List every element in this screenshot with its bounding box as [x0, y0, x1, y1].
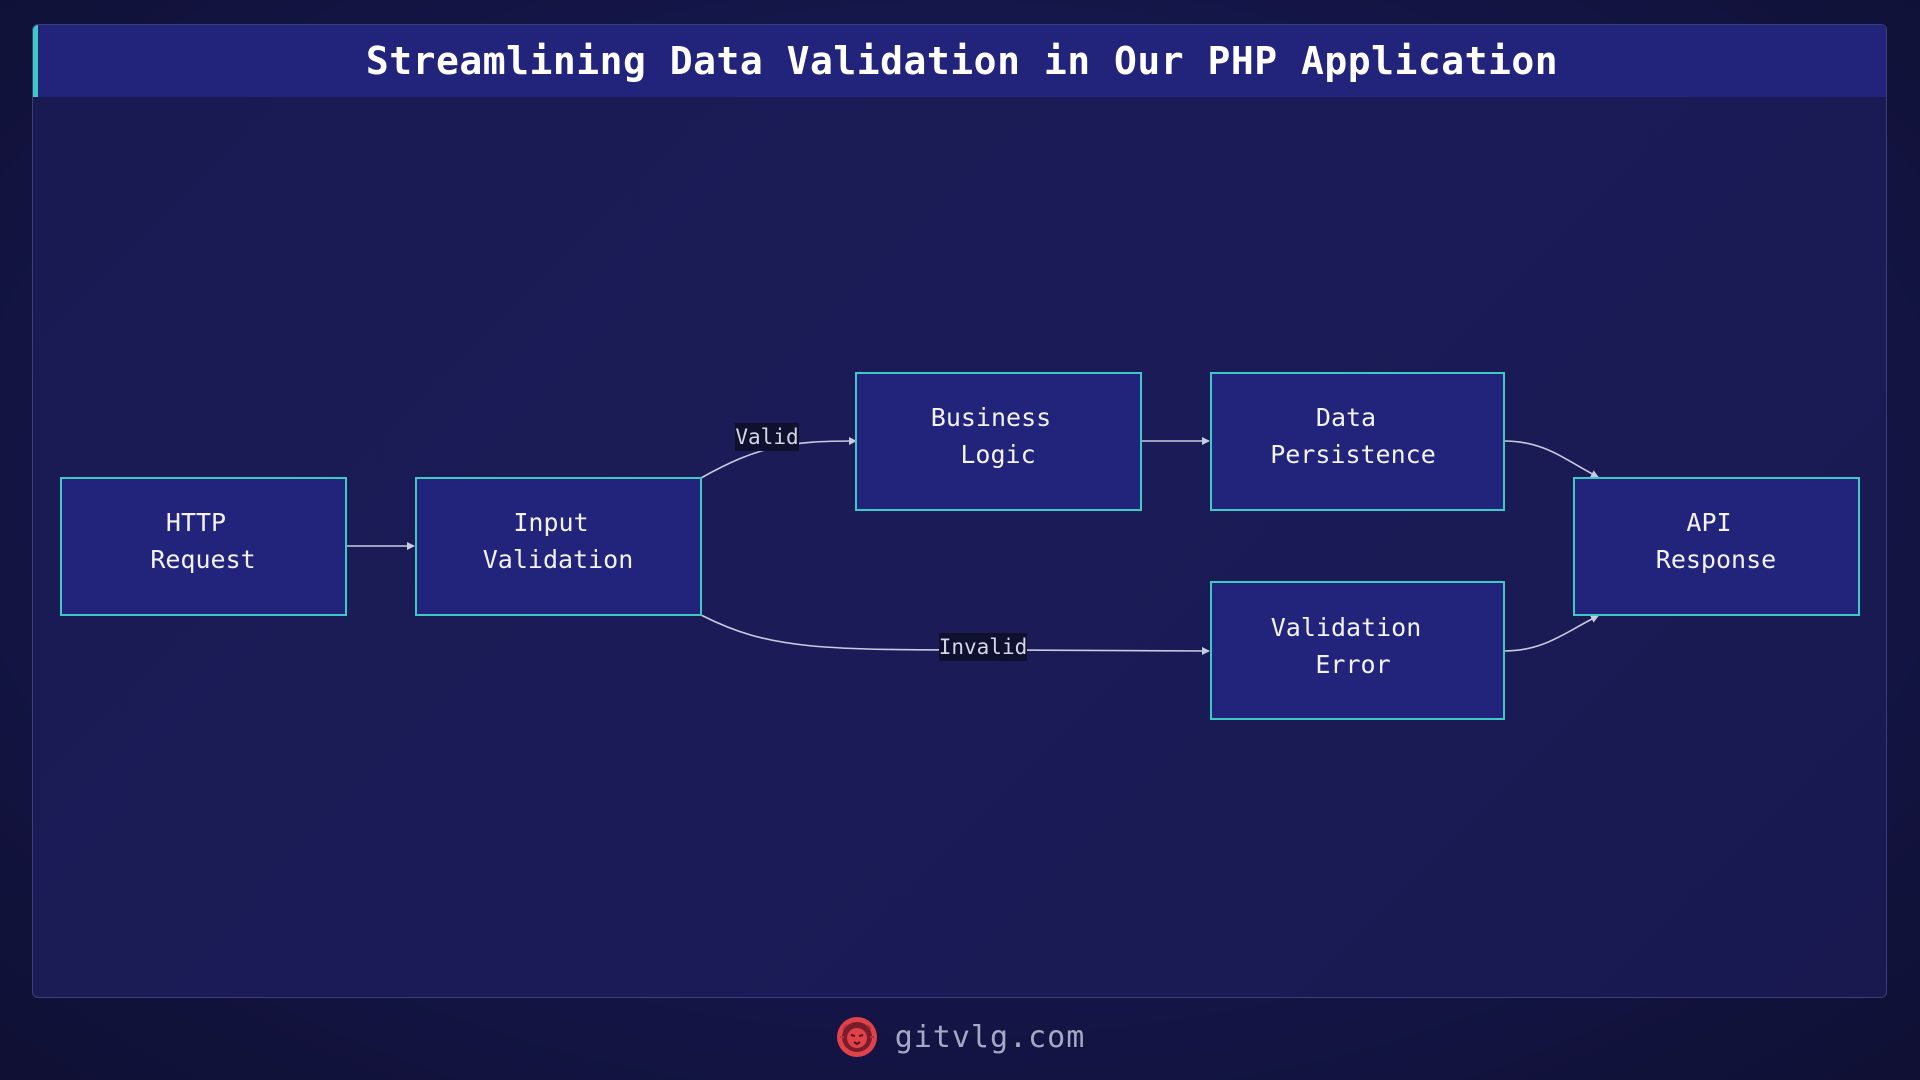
node-business-logic-line1: Business — [931, 403, 1051, 432]
node-input-validation: Input Validation — [415, 477, 702, 616]
node-http-request: HTTP Request — [60, 477, 347, 616]
node-api-response-line2: Response — [1656, 545, 1776, 574]
node-http-request-line2: Request — [150, 545, 255, 574]
node-data-persistence-line1: Data — [1316, 403, 1376, 432]
node-validation-error-line1: Validation — [1271, 613, 1422, 642]
edge-label-valid: Valid — [735, 423, 799, 451]
footer-site-link[interactable]: gitvlg.com — [894, 1019, 1086, 1055]
node-input-validation-line1: Input — [513, 508, 588, 537]
edge-label-invalid: Invalid — [939, 633, 1028, 661]
edge-error-to-response — [1503, 615, 1599, 652]
edge-label-valid-text: Valid — [735, 425, 798, 449]
node-data-persistence-line2: Persistence — [1270, 440, 1436, 469]
title-bar: Streamlining Data Validation in Our PHP … — [33, 25, 1886, 97]
edge-label-invalid-text: Invalid — [939, 635, 1028, 659]
node-data-persistence: Data Persistence — [1210, 372, 1505, 511]
node-business-logic: Business Logic — [855, 372, 1142, 511]
lion-head-icon — [836, 1017, 877, 1057]
node-http-request-line1: HTTP — [166, 508, 226, 537]
node-api-response: API Response — [1573, 477, 1860, 616]
edge-persistence-to-response — [1503, 440, 1599, 478]
node-input-validation-line2: Validation — [483, 545, 634, 574]
page-title: Streamlining Data Validation in Our PHP … — [365, 39, 1559, 83]
node-api-response-line1: API — [1686, 508, 1731, 537]
node-validation-error-line2: Error — [1315, 650, 1390, 679]
footer: gitvlg.com — [0, 1010, 1920, 1064]
node-validation-error: Validation Error — [1210, 581, 1505, 720]
node-business-logic-line2: Logic — [960, 440, 1035, 469]
